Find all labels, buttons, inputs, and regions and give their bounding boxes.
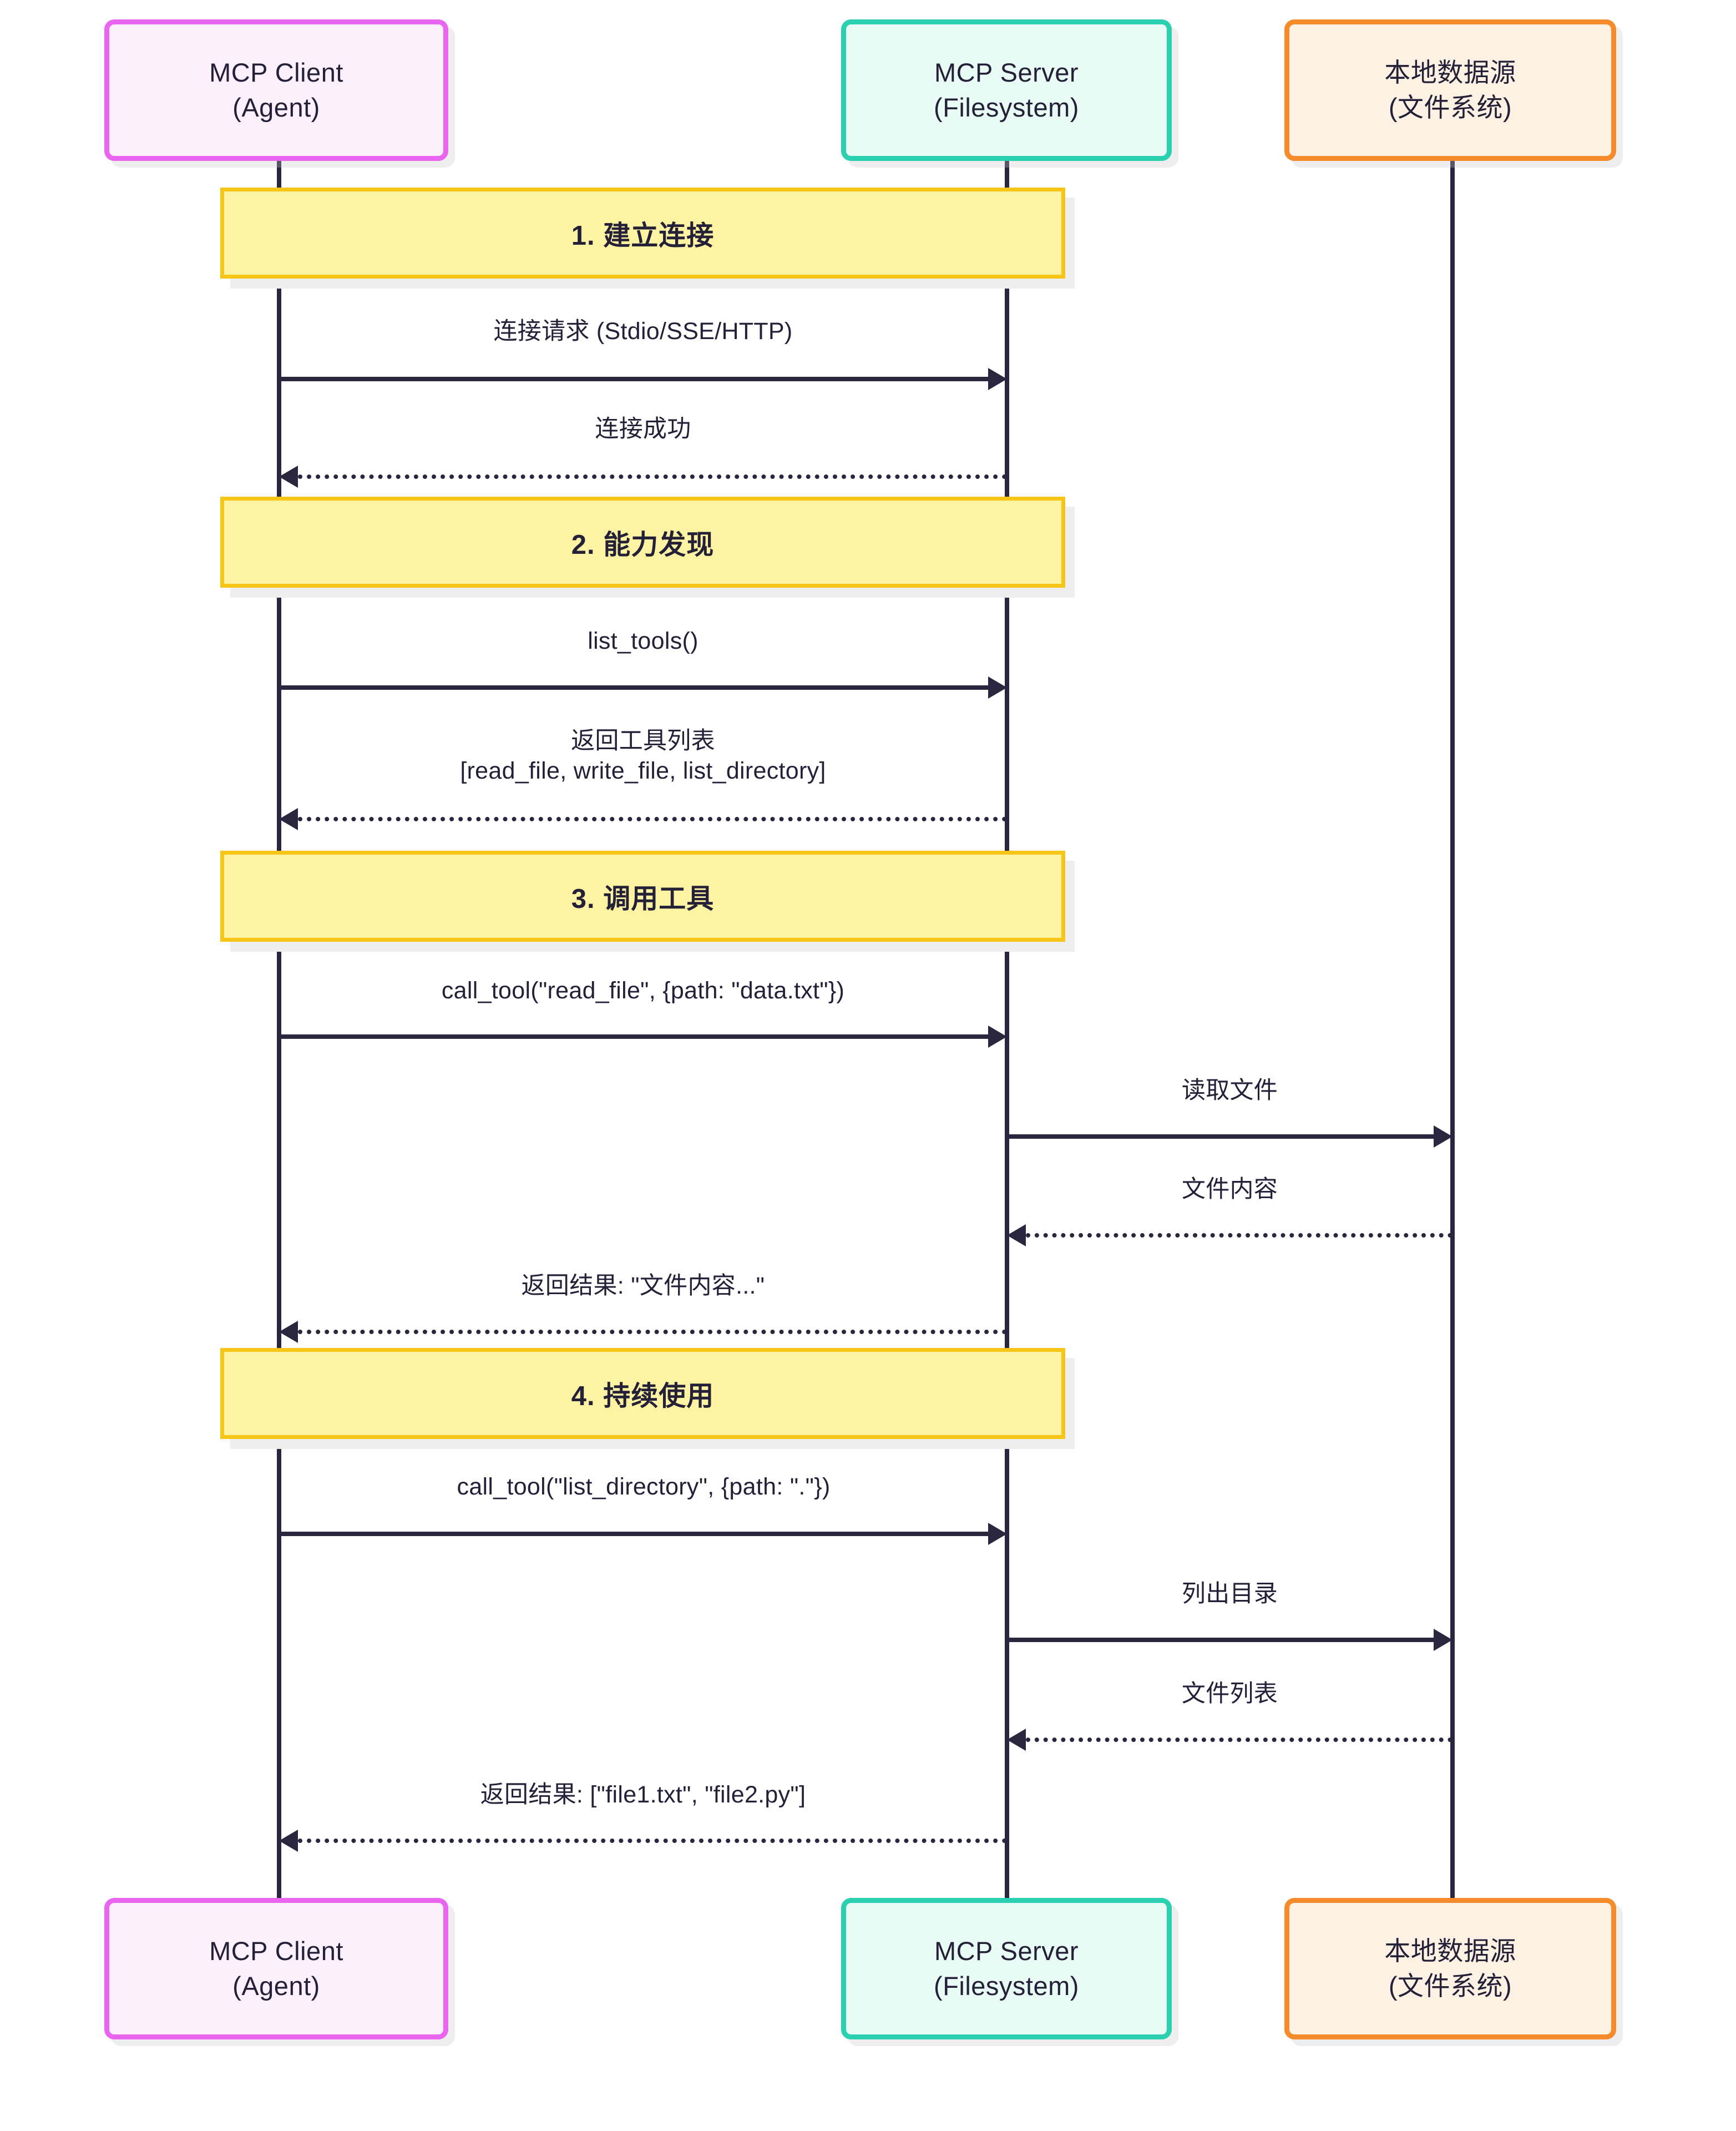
actor-source-bottom-subtitle: (文件系统) xyxy=(1388,1971,1512,2001)
message-label-m6: 读取文件 xyxy=(1181,1077,1278,1104)
message-line-m10 xyxy=(1007,1638,1434,1642)
actor-client-subtitle: (Agent) xyxy=(232,92,320,122)
message-arrowhead-m1 xyxy=(988,368,1007,390)
message-label-m10: 列出目录 xyxy=(1181,1580,1278,1607)
message-arrowhead-m7 xyxy=(1007,1224,1026,1246)
message-label-m8: 返回结果: "文件内容..." xyxy=(521,1272,765,1299)
lifeline-source xyxy=(1450,161,1455,1898)
message-label-m2: 连接成功 xyxy=(595,416,691,442)
message-arrowhead-m3 xyxy=(988,676,1007,699)
actor-source-bottom-title: 本地数据源 xyxy=(1384,1936,1516,1966)
message-line-m11 xyxy=(1026,1738,1452,1742)
message-line-m8 xyxy=(298,1330,1007,1334)
message-label-m4: 返回工具列表 [read_file, write_file, list_dire… xyxy=(246,726,1040,786)
section-4-label: 4. 持续使用 xyxy=(571,1381,715,1411)
message-arrowhead-m11 xyxy=(1007,1729,1026,1751)
message-line-m1 xyxy=(279,377,988,381)
actor-server-bottom[interactable]: MCP Server (Filesystem) xyxy=(841,1898,1172,2039)
message-line-m7 xyxy=(1026,1233,1452,1238)
message-label-m4-line2: [read_file, write_file, list_directory] xyxy=(460,758,826,785)
message-label-m9: call_tool("list_directory", {path: "."}) xyxy=(457,1473,831,1500)
message-line-m2 xyxy=(298,474,1007,479)
actor-server-bottom-title: MCP Server xyxy=(934,1936,1079,1966)
section-3-label: 3. 调用工具 xyxy=(571,883,715,914)
section-2-header[interactable]: 2. 能力发现 xyxy=(220,497,1065,588)
actor-client-top[interactable]: MCP Client (Agent) xyxy=(104,19,448,161)
lifeline-client xyxy=(277,161,281,1898)
actor-server-bottom-subtitle: (Filesystem) xyxy=(934,1971,1079,2001)
message-line-m5 xyxy=(279,1034,988,1039)
message-line-m9 xyxy=(279,1532,988,1536)
message-arrowhead-m5 xyxy=(988,1026,1007,1048)
message-arrowhead-m4 xyxy=(279,808,298,830)
section-3-header[interactable]: 3. 调用工具 xyxy=(220,851,1065,942)
message-arrowhead-m9 xyxy=(988,1523,1007,1545)
message-label-m5: call_tool("read_file", {path: "data.txt"… xyxy=(441,977,845,1004)
message-line-m3 xyxy=(279,685,988,690)
actor-client-bottom[interactable]: MCP Client (Agent) xyxy=(104,1898,448,2039)
message-line-m12 xyxy=(298,1839,1007,1843)
message-label-m1: 连接请求 (Stdio/SSE/HTTP) xyxy=(493,318,793,345)
section-2-label: 2. 能力发现 xyxy=(571,529,715,560)
section-1-header[interactable]: 1. 建立连接 xyxy=(220,188,1065,279)
message-arrowhead-m12 xyxy=(279,1830,298,1852)
message-line-m6 xyxy=(1007,1134,1434,1139)
actor-source-subtitle: (文件系统) xyxy=(1388,92,1512,122)
actor-server-top[interactable]: MCP Server (Filesystem) xyxy=(841,19,1172,161)
actor-source-top[interactable]: 本地数据源 (文件系统) xyxy=(1284,19,1616,161)
actor-source-title: 本地数据源 xyxy=(1384,58,1516,88)
actor-client-bottom-subtitle: (Agent) xyxy=(232,1971,320,2001)
message-label-m4-line1: 返回工具列表 xyxy=(571,728,715,754)
section-4-header[interactable]: 4. 持续使用 xyxy=(220,1348,1065,1439)
actor-client-bottom-title: MCP Client xyxy=(209,1936,343,1966)
message-arrowhead-m6 xyxy=(1434,1125,1452,1148)
lifeline-server xyxy=(1005,161,1009,1898)
message-arrowhead-m8 xyxy=(279,1321,298,1343)
message-arrowhead-m2 xyxy=(279,466,298,488)
actor-server-subtitle: (Filesystem) xyxy=(934,92,1079,122)
message-label-m11: 文件列表 xyxy=(1181,1680,1278,1707)
actor-source-bottom[interactable]: 本地数据源 (文件系统) xyxy=(1284,1898,1616,2039)
message-label-m12: 返回结果: ["file1.txt", "file2.py"] xyxy=(480,1781,806,1808)
section-1-label: 1. 建立连接 xyxy=(571,220,715,251)
message-arrowhead-m10 xyxy=(1434,1629,1452,1651)
message-line-m4 xyxy=(298,817,1007,821)
actor-client-title: MCP Client xyxy=(209,58,343,88)
actor-server-title: MCP Server xyxy=(934,58,1079,88)
message-label-m3: list_tools() xyxy=(588,628,699,654)
message-label-m7: 文件内容 xyxy=(1181,1176,1278,1203)
